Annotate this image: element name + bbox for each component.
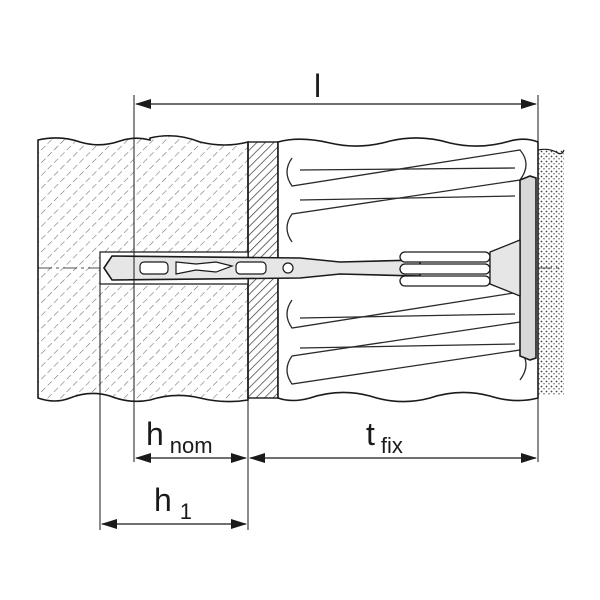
- label-fixture-thickness-sub: fix: [380, 433, 403, 458]
- label-total-length-main: l: [314, 68, 322, 104]
- extension-lines: [99, 95, 539, 530]
- label-nominal-depth-main: h: [146, 416, 164, 452]
- label-drill-depth-sub: 1: [179, 499, 193, 524]
- insulation-anchor: [99, 175, 537, 361]
- label-total-length: l: [314, 70, 321, 102]
- label-fixture-thickness-main: t: [366, 416, 375, 452]
- label-drill-depth-main: h: [154, 482, 172, 518]
- label-nominal-depth-sub: nom: [169, 433, 213, 458]
